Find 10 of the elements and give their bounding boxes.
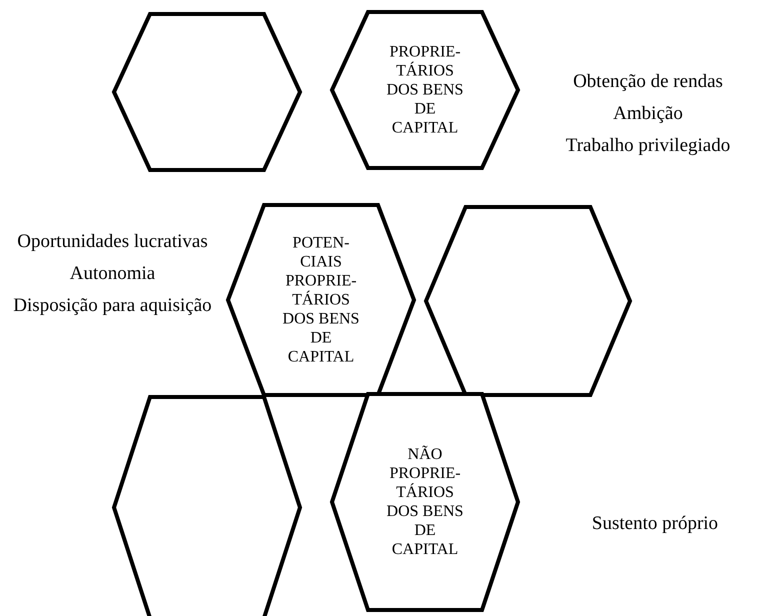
side-note: Autonomia xyxy=(70,262,156,285)
side-note: Trabalho privilegiado xyxy=(566,134,730,157)
hexagon-label: POTEN-CIAIS PROPRIE-TÁRIOS DOS BENS DE CAPITAL xyxy=(282,234,360,366)
side-note: Ambição xyxy=(613,102,683,125)
side-note: Disposição para aquisição xyxy=(13,294,212,317)
side-note: Oportunidades lucrativas xyxy=(17,230,208,253)
hexagon-label: PROPRIE-TÁRIOS DOS BENS DE CAPITAL xyxy=(386,42,464,138)
side-note: Sustento próprio xyxy=(592,512,718,535)
side-note: Obtenção de rendas xyxy=(573,70,723,93)
hexagon-label: NÃO PROPRIE-TÁRIOS DOS BENS DE CAPITAL xyxy=(386,445,464,559)
